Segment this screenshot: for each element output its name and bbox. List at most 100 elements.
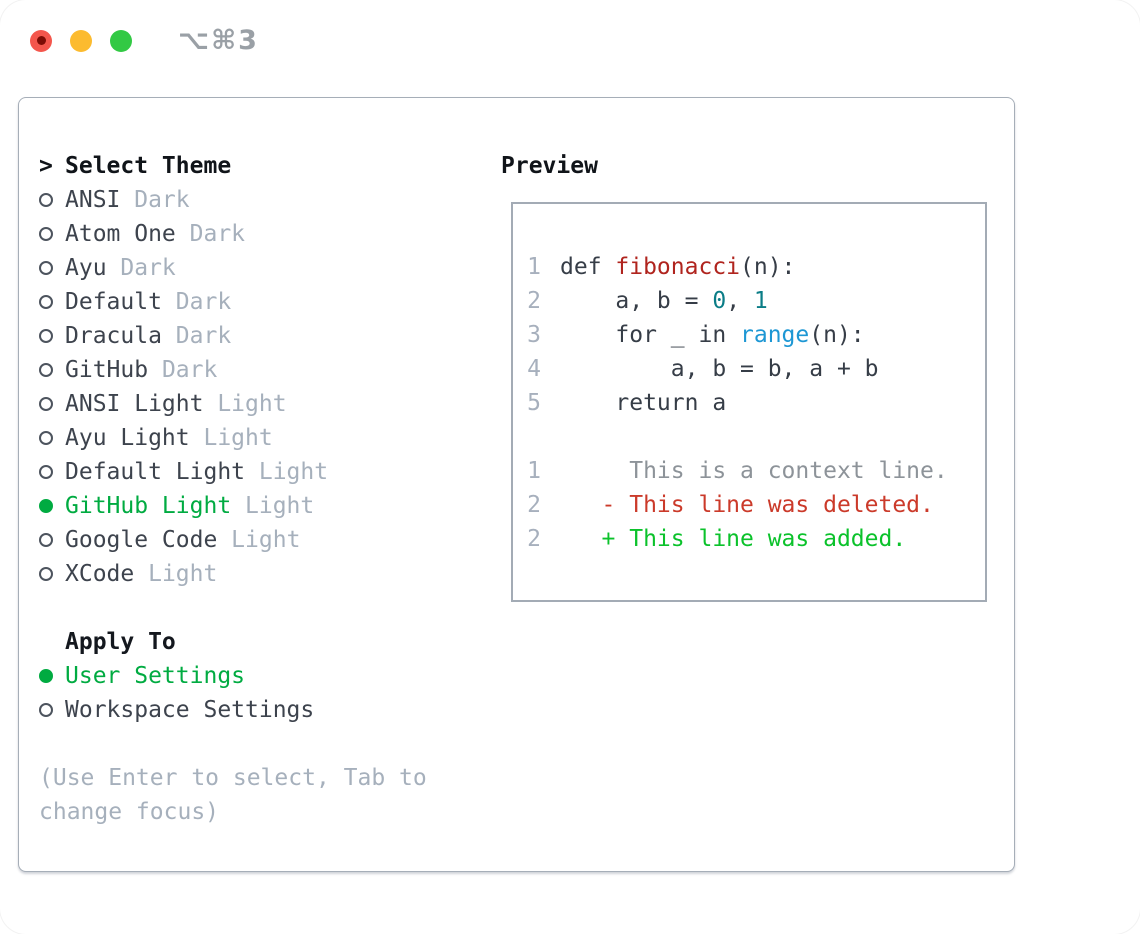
theme-variant-tag: Dark — [106, 255, 176, 281]
theme-option-github[interactable]: GitHub Dark — [39, 353, 427, 387]
theme-option-label: GitHub — [65, 357, 149, 383]
radio-icon — [39, 397, 53, 411]
radio-icon — [39, 465, 53, 479]
theme-option-ayu[interactable]: Ayu Dark — [39, 251, 427, 285]
select-theme-header: > Select Theme — [39, 149, 427, 183]
line-number: 3 — [527, 322, 541, 348]
theme-option-label: Default Light — [65, 459, 246, 485]
theme-option-default-light[interactable]: Default Light Light — [39, 455, 427, 489]
theme-variant-tag: Dark — [161, 323, 232, 349]
theme-variant-tag: Dark — [148, 357, 218, 383]
line-number: 2 — [527, 288, 541, 314]
code-line: 5 return a — [525, 386, 985, 420]
theme-option-google-code[interactable]: Google Code Light — [39, 523, 427, 557]
apply-to-title: Apply To — [65, 629, 176, 655]
theme-option-label: ANSI — [65, 187, 121, 213]
code-line: 2 a, b = 0, 1 — [525, 284, 985, 318]
radio-icon — [39, 363, 53, 377]
radio-icon — [39, 329, 53, 343]
line-content: + This line was added. — [560, 526, 907, 552]
code-line: 1 def fibonacci(n): — [525, 250, 985, 284]
apply-option-workspace-settings[interactable]: Workspace Settings — [39, 693, 427, 727]
theme-option-xcode[interactable]: XCode Light — [39, 557, 427, 591]
preview-title: Preview — [501, 153, 598, 179]
zoom-button[interactable] — [110, 29, 132, 52]
code-line: 4 a, b = b, a + b — [525, 352, 985, 386]
close-button[interactable] — [30, 29, 52, 52]
theme-option-label: Atom One — [65, 221, 176, 247]
line-content: for _ in range(n): — [560, 322, 865, 348]
line-content: a, b = b, a + b — [560, 356, 879, 382]
radio-icon — [39, 193, 53, 207]
theme-variant-tag: Dark — [161, 289, 232, 315]
theme-option-label: Ayu Light — [65, 425, 190, 451]
theme-option-label: Dracula — [65, 323, 162, 349]
line-content: a, b = 0, 1 — [560, 288, 768, 314]
radio-icon — [39, 227, 53, 241]
diff-context-line: 1 This is a context line. — [525, 454, 985, 488]
theme-option-label: ANSI Light — [65, 391, 204, 417]
theme-option-ayu-light[interactable]: Ayu Light Light — [39, 421, 427, 455]
radio-icon — [39, 533, 53, 547]
diff-deleted-line: 2 - This line was deleted. — [525, 488, 985, 522]
theme-option-default[interactable]: Default Dark — [39, 285, 427, 319]
theme-variant-tag: Dark — [120, 187, 190, 213]
theme-option-atom-one[interactable]: Atom One Dark — [39, 217, 427, 251]
radio-selected-icon — [39, 669, 53, 683]
theme-option-label: XCode — [65, 561, 135, 587]
line-number: 1 — [527, 254, 541, 280]
theme-option-label: GitHub Light — [65, 493, 232, 519]
radio-icon — [39, 431, 53, 445]
theme-option-ansi-light[interactable]: ANSI Light Light — [39, 387, 427, 421]
hint-line: (Use Enter to select, Tab to — [39, 765, 427, 791]
theme-variant-tag: Light — [134, 561, 218, 587]
theme-option-ansi[interactable]: ANSI Dark — [39, 183, 427, 217]
radio-icon — [39, 261, 53, 275]
line-content: This is a context line. — [560, 458, 948, 484]
apply-option-user-settings[interactable]: User Settings — [39, 659, 427, 693]
theme-option-label: Default — [65, 289, 162, 315]
prompt-chevron-icon: > — [39, 153, 53, 179]
theme-option-github-light[interactable]: GitHub Light Light — [39, 489, 427, 523]
apply-option-label: Workspace Settings — [65, 697, 315, 723]
line-content: return a — [560, 390, 727, 416]
theme-variant-tag: Dark — [175, 221, 246, 247]
blank-line — [525, 420, 985, 454]
theme-variant-tag: Light — [189, 425, 273, 451]
line-number: 2 — [527, 526, 541, 552]
select-theme-title: Select Theme — [65, 153, 232, 179]
theme-variant-tag: Light — [203, 391, 287, 417]
diff-added-line: 2 + This line was added. — [525, 522, 985, 556]
titlebar: ⌥⌘3 — [30, 25, 259, 56]
close-dot-icon — [36, 36, 46, 45]
apply-to-header: Apply To — [39, 625, 427, 659]
radio-selected-icon — [39, 499, 53, 513]
line-number: 2 — [527, 492, 541, 518]
line-number: 5 — [527, 390, 541, 416]
radio-icon — [39, 703, 53, 717]
theme-variant-tag: Light — [245, 459, 329, 485]
hint-line: change focus) — [39, 799, 220, 825]
window-title: ⌥⌘3 — [178, 25, 259, 56]
radio-icon — [39, 295, 53, 309]
code-line: 3 for _ in range(n): — [525, 318, 985, 352]
line-number: 1 — [527, 458, 541, 484]
apply-option-label: User Settings — [65, 663, 246, 689]
minimize-button[interactable] — [70, 29, 92, 52]
theme-variant-tag: Light — [231, 493, 315, 519]
theme-option-dracula[interactable]: Dracula Dark — [39, 319, 427, 353]
radio-icon — [39, 567, 53, 581]
theme-option-label: Google Code — [65, 527, 218, 553]
keyboard-hint: (Use Enter to select, Tab to change focus… — [39, 761, 427, 829]
line-content: def fibonacci(n): — [560, 254, 796, 280]
theme-option-label: Ayu — [65, 255, 107, 281]
theme-variant-tag: Light — [217, 527, 301, 553]
line-number: 4 — [527, 356, 541, 382]
